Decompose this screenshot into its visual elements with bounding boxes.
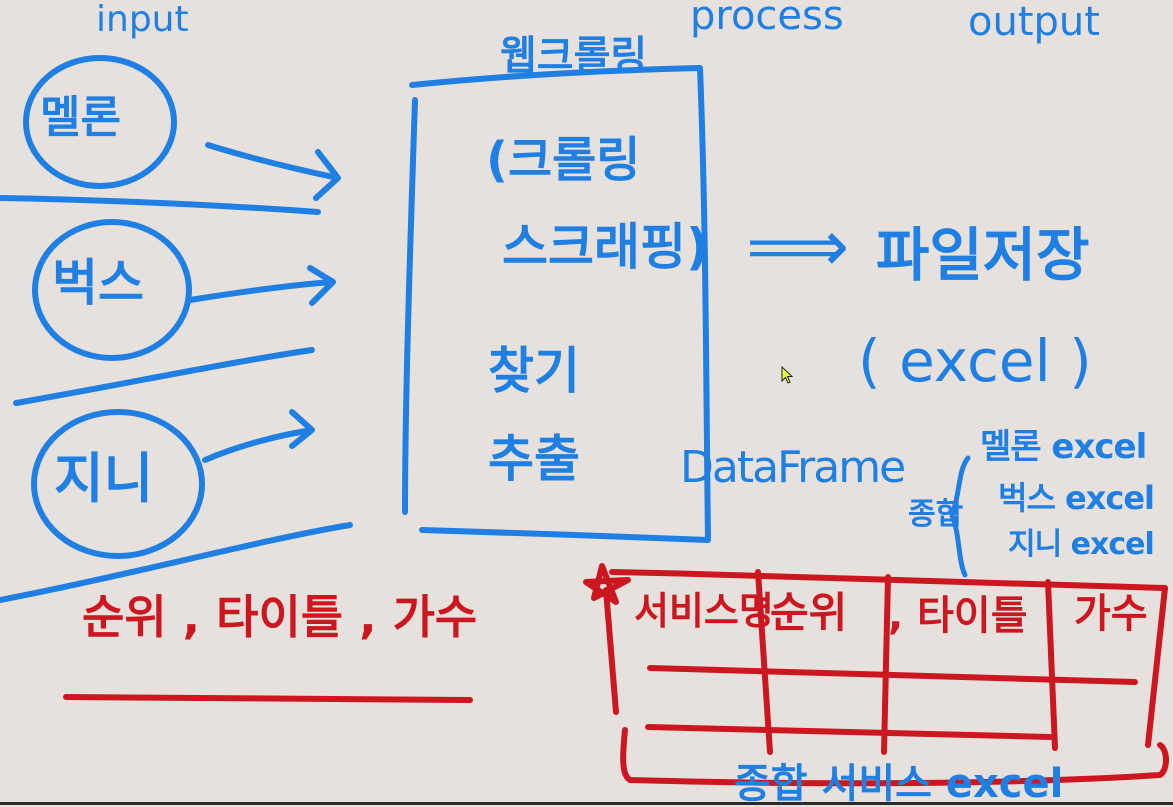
combined-excel-label: 종합 서비스 excel [734,761,1064,807]
table-header-service: 서비스명 [634,589,774,633]
table-left [603,587,619,715]
table-header-title: , 타이틀 [888,593,1028,639]
table-col-3 [1045,579,1058,751]
process-header: process [690,0,844,39]
table-right [1145,585,1168,748]
input-genie-label: 지니 [54,447,154,510]
process-box [402,65,711,543]
table-footer-box [620,727,1169,787]
separator-line-1 [0,195,321,215]
bottom-edge-bar [0,802,1173,805]
table-col-2 [881,574,891,755]
table-row-line-1 [647,665,1138,685]
arrow-melon [205,142,341,201]
process-line-2: 스크래핑) [502,218,709,276]
arrow-genie [202,409,315,463]
output-file-bugs: 벅스 excel [998,479,1155,517]
process-title: 웹크롤링 [500,33,648,79]
output-save-label: 파일저장 [876,221,1090,289]
input-bugs-label: 벅스 [52,254,144,312]
fields-underline [63,694,473,703]
output-header: output [968,0,1100,45]
process-step-find: 찾기 [488,342,580,400]
fields-note: 순위 , 타이틀 , 가수 [82,590,478,644]
table-col-1 [755,569,773,755]
melon-circle [23,55,177,189]
output-file-genie: 지니 excel [1008,527,1155,562]
combine-label: 종합 [908,497,964,532]
table-header-artist: 가수 [1074,591,1148,637]
separator-line-3 [0,522,353,603]
table-row-line-2 [645,724,1053,740]
combine-brace [949,455,971,578]
input-melon-label: 멜론 [40,92,121,143]
input-header: input [96,0,189,40]
arrow-bugs [187,265,336,306]
bugs-circle [32,219,192,361]
table-header-rank: 순위 [770,588,848,637]
star-mark [583,563,631,605]
output-format-label: ( excel ) [858,327,1092,395]
mouse-pointer-icon [781,366,793,384]
process-line-1: (크롤링 [486,132,641,188]
table-top [609,569,1168,591]
process-step-extract: 추출 [488,430,580,488]
genie-circle [31,409,205,559]
output-file-melon: 멜론 excel [980,427,1147,467]
dataframe-label: DataFrame [680,442,906,493]
output-arrow-icon: ⟹ [746,204,850,288]
separator-line-2 [13,347,315,406]
